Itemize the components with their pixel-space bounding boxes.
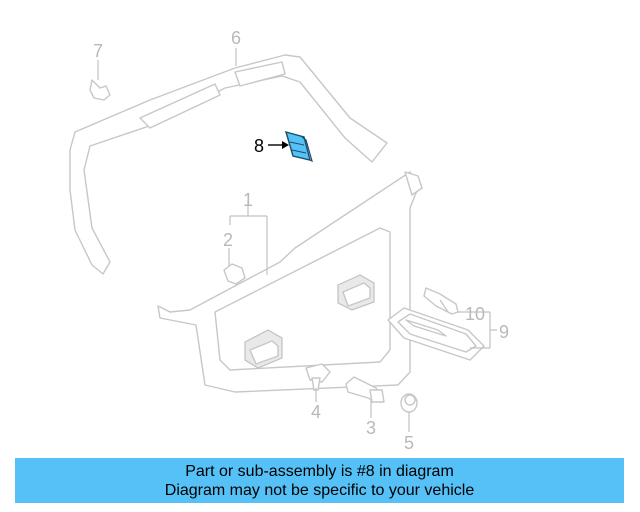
leader-lines: [97, 48, 497, 432]
callout-8: 8: [254, 136, 264, 156]
part-5-cap: [400, 393, 418, 413]
part-9-lamp-housing: [387, 307, 485, 361]
callout-9: 9: [499, 322, 509, 342]
info-banner: Part or sub-assembly is #8 in diagram Di…: [15, 458, 624, 503]
callout-3: 3: [366, 418, 376, 438]
part-6-upper-trim: [69, 54, 388, 275]
callout-4: 4: [311, 402, 321, 422]
part-8-bracket: [284, 130, 313, 163]
part-3-screw: [345, 376, 385, 403]
banner-line-1: Part or sub-assembly is #8 in diagram: [185, 463, 454, 480]
part-2-clip: [223, 263, 246, 285]
callout-1: 1: [243, 190, 253, 210]
part-4-clip: [305, 363, 331, 391]
banner-line-2: Diagram may not be specific to your vehi…: [164, 482, 475, 499]
part-7-clip: [89, 79, 111, 101]
part-1-gate-trim-panel: [157, 171, 423, 393]
callout-6: 6: [231, 28, 241, 48]
callout-10: 10: [465, 304, 485, 324]
callout-5: 5: [404, 433, 414, 453]
parts-diagram: 6 7 8 1 2 10 9 4 3 5: [69, 28, 509, 453]
callout-7: 7: [93, 41, 103, 61]
callout-2: 2: [223, 230, 233, 250]
